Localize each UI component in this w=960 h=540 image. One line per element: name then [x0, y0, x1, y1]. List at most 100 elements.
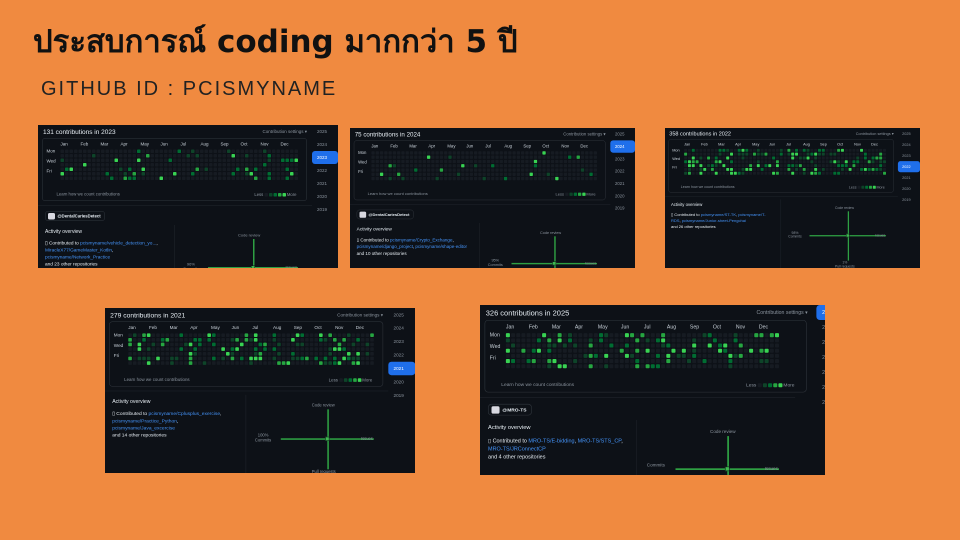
contribution-cell[interactable] [511, 338, 516, 343]
contribution-cell[interactable] [254, 172, 258, 176]
contribution-cell[interactable] [249, 158, 253, 162]
contribution-cell[interactable] [580, 168, 585, 172]
contribution-cell[interactable] [351, 361, 356, 365]
contribution-cell[interactable] [798, 164, 802, 168]
year-button-2025[interactable]: 2025 [902, 131, 911, 136]
contribution-cell[interactable] [684, 167, 688, 171]
contribution-cell[interactable] [431, 168, 435, 172]
contribution-cell[interactable] [593, 159, 597, 164]
contribution-cell[interactable] [375, 172, 379, 176]
contribution-cell[interactable] [74, 163, 78, 167]
contribution-cell[interactable] [852, 167, 856, 171]
contribution-cell[interactable] [572, 155, 576, 159]
contribution-cell[interactable] [802, 156, 806, 160]
contribution-cell[interactable] [512, 176, 516, 181]
contribution-cell[interactable] [202, 347, 207, 351]
contribution-cell[interactable] [829, 152, 833, 156]
contribution-cell[interactable] [431, 159, 435, 164]
contribution-cell[interactable] [508, 151, 512, 155]
contribution-cell[interactable] [230, 333, 235, 337]
contribution-cell[interactable] [392, 164, 397, 168]
contribution-cell[interactable] [236, 176, 240, 180]
contribution-cell[interactable] [844, 152, 848, 156]
contribution-cell[interactable] [787, 148, 791, 152]
contribution-cell[interactable] [798, 160, 802, 164]
contribution-cell[interactable] [567, 359, 572, 364]
contribution-cell[interactable] [779, 148, 783, 152]
contribution-cell[interactable] [452, 155, 456, 159]
contribution-cell[interactable] [456, 151, 461, 155]
contribution-cell[interactable] [707, 152, 711, 156]
contribution-cell[interactable] [294, 172, 298, 176]
contribution-cell[interactable] [783, 148, 787, 152]
contribution-cell[interactable] [547, 333, 552, 338]
contribution-cell[interactable] [499, 159, 503, 164]
contribution-cell[interactable] [202, 333, 207, 337]
contribution-cell[interactable] [281, 342, 286, 347]
contribution-cell[interactable] [875, 160, 879, 164]
contribution-cell[interactable] [305, 333, 309, 337]
contribution-cell[interactable] [635, 348, 640, 353]
contribution-cell[interactable] [151, 333, 156, 337]
contribution-cell[interactable] [676, 333, 681, 338]
contribution-cell[interactable] [745, 152, 749, 156]
contribution-cell[interactable] [375, 159, 379, 164]
contribution-cell[interactable] [222, 158, 226, 162]
contribution-cell[interactable] [332, 333, 337, 337]
contribution-cell[interactable] [604, 343, 609, 348]
contribution-cell[interactable] [405, 151, 409, 155]
contribution-cell[interactable] [195, 158, 199, 162]
contribution-cell[interactable] [272, 361, 277, 365]
contribution-cell[interactable] [760, 156, 764, 160]
contribution-cell[interactable] [588, 338, 593, 343]
contribution-cell[interactable] [370, 333, 374, 337]
contribution-cell[interactable] [128, 154, 132, 158]
contribution-cell[interactable] [128, 333, 132, 337]
contribution-cell[interactable] [754, 343, 759, 348]
contribution-cell[interactable] [110, 163, 114, 167]
repo-link[interactable]: MRO-TS/JRConnectCP [488, 445, 546, 453]
contribution-cell[interactable] [512, 164, 516, 168]
contribution-cell[interactable] [473, 176, 478, 181]
contribution-cell[interactable] [225, 337, 230, 342]
contribution-cell[interactable] [555, 164, 559, 168]
contribution-cell[interactable] [495, 168, 499, 172]
contribution-cell[interactable] [791, 156, 795, 160]
contribution-cell[interactable] [568, 159, 572, 164]
contribution-cell[interactable] [105, 167, 109, 171]
contribution-cell[interactable] [92, 176, 96, 180]
contribution-cell[interactable] [486, 151, 491, 155]
contribution-cell[interactable] [360, 351, 365, 356]
contribution-cell[interactable] [844, 160, 848, 164]
contribution-cell[interactable] [521, 338, 526, 343]
contribution-cell[interactable] [170, 361, 174, 365]
contribution-cell[interactable] [221, 333, 225, 337]
contribution-cell[interactable] [614, 353, 619, 358]
contribution-cell[interactable] [499, 172, 503, 176]
contribution-cell[interactable] [342, 351, 346, 356]
contribution-cell[interactable] [294, 149, 298, 153]
contribution-cell[interactable] [542, 164, 546, 168]
contribution-cell[interactable] [168, 163, 172, 167]
contribution-cell[interactable] [114, 176, 118, 180]
contribution-cell[interactable] [573, 364, 578, 369]
contribution-cell[interactable] [695, 164, 699, 168]
contribution-cell[interactable] [319, 342, 323, 347]
contribution-cell[interactable] [640, 353, 645, 358]
contribution-cell[interactable] [101, 158, 105, 162]
contribution-cell[interactable] [589, 172, 593, 176]
contribution-cell[interactable] [516, 364, 521, 369]
contribution-settings-button[interactable]: Contribution settings ▾ [337, 312, 384, 318]
contribution-cell[interactable] [795, 152, 799, 156]
contribution-cell[interactable] [546, 168, 550, 172]
contribution-cell[interactable] [110, 149, 114, 153]
contribution-cell[interactable] [764, 364, 769, 369]
contribution-cell[interactable] [645, 359, 650, 364]
contribution-cell[interactable] [573, 343, 578, 348]
contribution-cell[interactable] [707, 333, 712, 338]
contribution-cell[interactable] [684, 152, 688, 156]
contribution-cell[interactable] [559, 176, 563, 181]
contribution-cell[interactable] [754, 364, 759, 369]
contribution-cell[interactable] [821, 156, 825, 160]
contribution-cell[interactable] [235, 356, 239, 361]
